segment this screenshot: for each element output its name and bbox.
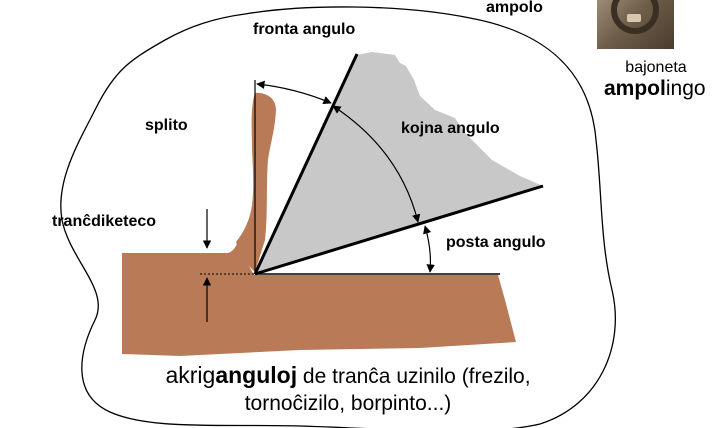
workpiece (122, 244, 516, 356)
bayonet-line2-rest: ingo (665, 77, 706, 100)
rake-angle-label: fronta angulo (253, 21, 356, 38)
chip-thickness-label: tranĉdiketeco (52, 213, 157, 230)
caption-line2: tornoĉizilo, borpinto...) (244, 392, 452, 415)
bayonet-socket-photo (597, 0, 674, 49)
blob-outline (60, 6, 616, 428)
socket-ring-shape (611, 0, 659, 34)
caption-bold: anguloj (215, 362, 298, 388)
clearance-angle-label: posta angulo (446, 234, 546, 251)
caption-prefix: akrig (165, 362, 216, 388)
flank-face-line (254, 184, 544, 276)
chip-label: splito (145, 117, 188, 134)
bayonet-line1: bajoneta (625, 59, 687, 76)
wedge-angle-arc (332, 105, 421, 223)
caption-rest: de tranĉa uzinilo (frezilo, (297, 365, 531, 388)
bottom-caption: akriganguloj de tranĉa uzinilo (frezilo,… (108, 362, 588, 417)
chip (236, 92, 276, 272)
bayonet-line2: ampolingo (604, 77, 706, 101)
caption-line1: akriganguloj de tranĉa uzinilo (frezilo, (108, 362, 588, 390)
clearance-angle-arc (423, 225, 435, 273)
rake-angle-arc (256, 80, 332, 104)
ampoule-label: ampolo (486, 0, 543, 16)
socket-slot-shape (627, 14, 641, 22)
rake-face-line (253, 53, 359, 275)
bayonet-line2-bold: ampol (604, 77, 666, 100)
wedge-angle-label: kojna angulo (401, 120, 500, 137)
